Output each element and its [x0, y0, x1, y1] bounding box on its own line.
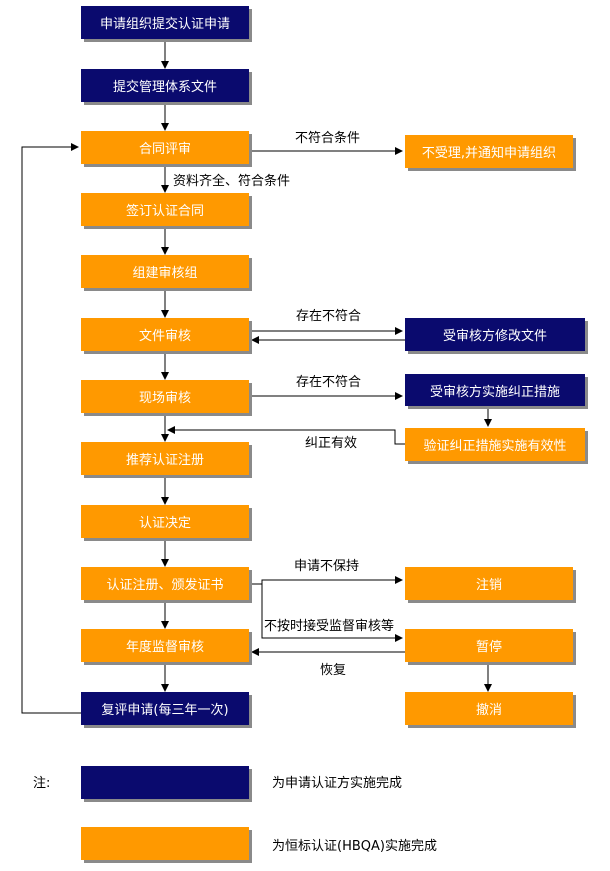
step-annual-surveillance: 年度监督审核 [81, 629, 249, 662]
label-late-surveillance: 不按时接受监督审核等 [264, 619, 395, 634]
step-onsite-audit: 现场审核 [81, 380, 249, 413]
step-form-audit-team: 组建审核组 [81, 255, 249, 288]
step-issue-certificate: 认证注册、颁发证书 [81, 567, 249, 600]
legend-swatch-orange [81, 827, 249, 860]
box-reject-notify: 不受理,并通知申请组织 [405, 135, 573, 168]
step-submit-application: 申请组织提交认证申请 [81, 6, 249, 39]
legend-navy-text: 为申请认证方实施完成 [272, 776, 403, 791]
legend-note: 注: [33, 776, 51, 791]
step-recommend-registration: 推荐认证注册 [81, 442, 249, 475]
box-cancel: 注销 [405, 567, 573, 600]
step-contract-review: 合同评审 [81, 131, 249, 164]
label-complete: 资料齐全、符合条件 [173, 174, 291, 189]
label-nonconformity-onsite: 存在不符合 [296, 375, 362, 390]
label-not-maintain: 申请不保持 [294, 559, 360, 574]
box-revoke: 撤消 [405, 692, 573, 725]
box-auditee-corrective-action: 受审核方实施纠正措施 [405, 374, 585, 406]
step-document-audit: 文件审核 [81, 318, 249, 351]
step-certification-decision: 认证决定 [81, 505, 249, 538]
step-reassessment: 复评申请(每三年一次) [81, 692, 249, 725]
label-not-meet: 不符合条件 [295, 131, 361, 146]
step-sign-contract: 签订认证合同 [81, 193, 249, 226]
box-verify-corrective-action: 验证纠正措施实施有效性 [405, 428, 585, 461]
label-restore: 恢复 [320, 663, 347, 678]
box-auditee-modify-docs: 受审核方修改文件 [405, 318, 585, 351]
step-submit-documents: 提交管理体系文件 [81, 69, 249, 102]
box-suspend: 暂停 [405, 629, 573, 662]
legend-orange-text: 为恒标认证(HBQA)实施完成 [272, 839, 437, 854]
label-corrected-effective: 纠正有效 [305, 436, 358, 451]
label-nonconformity-doc: 存在不符合 [296, 309, 362, 324]
legend-swatch-navy [81, 766, 249, 799]
